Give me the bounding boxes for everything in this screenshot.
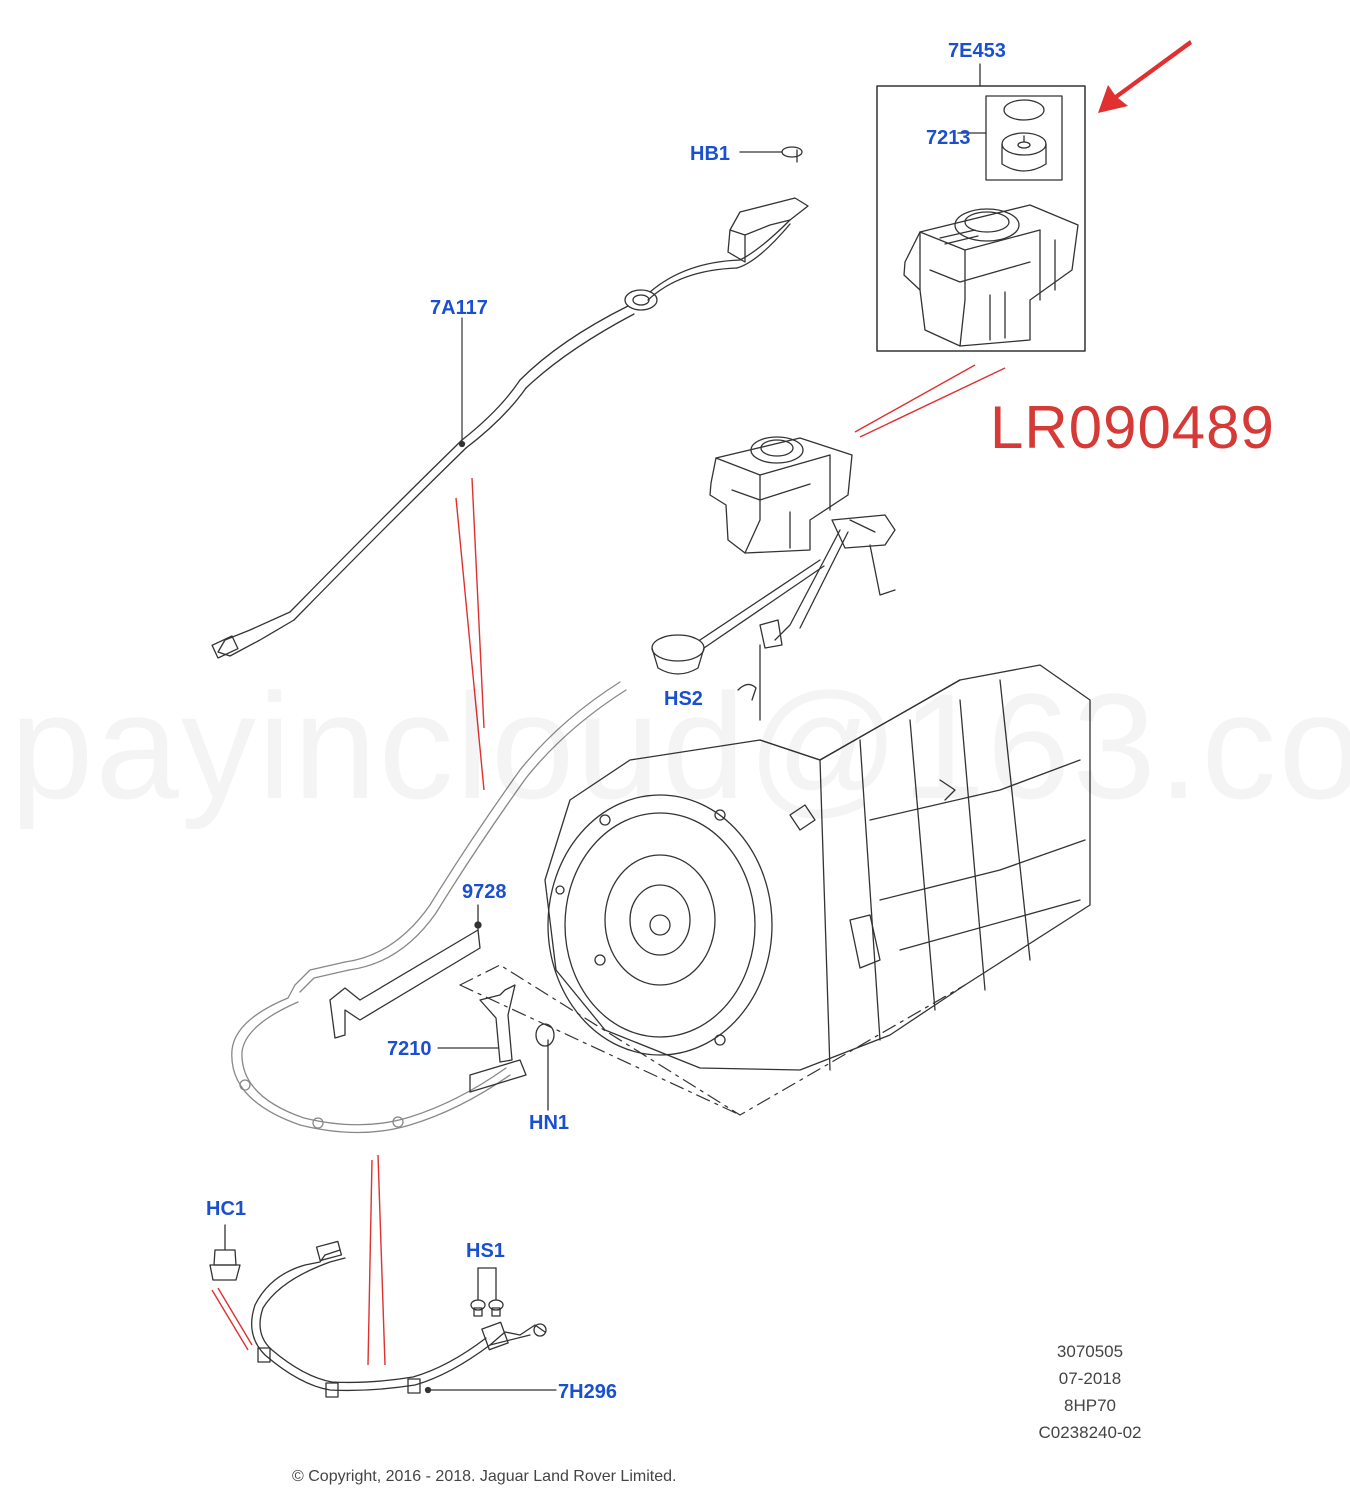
info-line: 8HP70	[1064, 1396, 1116, 1415]
info-line: 3070505	[1056, 1342, 1124, 1361]
callout-7210: 7210	[387, 1038, 432, 1060]
callout-hc1: HC1	[206, 1198, 247, 1220]
red-annotations	[211, 364, 1006, 1366]
cable-grommet	[651, 559, 825, 721]
cable-7a117	[211, 146, 809, 659]
diagram-info-block: 3070505 07-2018 8HP70 C0238240-02	[1010, 1338, 1170, 1446]
callout-hs2: HS2	[664, 688, 703, 710]
transmission-8hp70	[544, 664, 1091, 1071]
cable-lower-loop	[231, 681, 627, 1134]
part-number-annotation: LR090489	[990, 394, 1275, 461]
info-line: 07-2018	[1058, 1369, 1122, 1388]
screws-hs1	[470, 1267, 504, 1317]
callout-7a117: 7A117	[430, 297, 488, 319]
callout-7213: 7213	[926, 127, 971, 149]
info-line: C0238240-02	[1038, 1423, 1142, 1442]
gear-selector-large	[903, 204, 1079, 347]
gear-selector-small	[709, 436, 853, 554]
callout-7h296: 7H296	[558, 1381, 617, 1403]
red-arrow	[1098, 40, 1192, 113]
callout-hn1: HN1	[529, 1112, 570, 1134]
callout-7e453: 7E453	[948, 40, 1006, 62]
cable-7h296	[251, 1240, 557, 1398]
clip-hc1	[209, 1224, 241, 1281]
lever-7210	[437, 984, 555, 1111]
callout-hb1: HB1	[690, 143, 731, 165]
selector-inset	[876, 63, 1086, 352]
shifter-bracket	[759, 514, 896, 649]
callout-hs1: HS1	[466, 1240, 505, 1262]
callout-9728: 9728	[462, 881, 507, 903]
copyright-notice: © Copyright, 2016 - 2018. Jaguar Land Ro…	[292, 1468, 677, 1485]
bracket-9728	[329, 904, 482, 1039]
